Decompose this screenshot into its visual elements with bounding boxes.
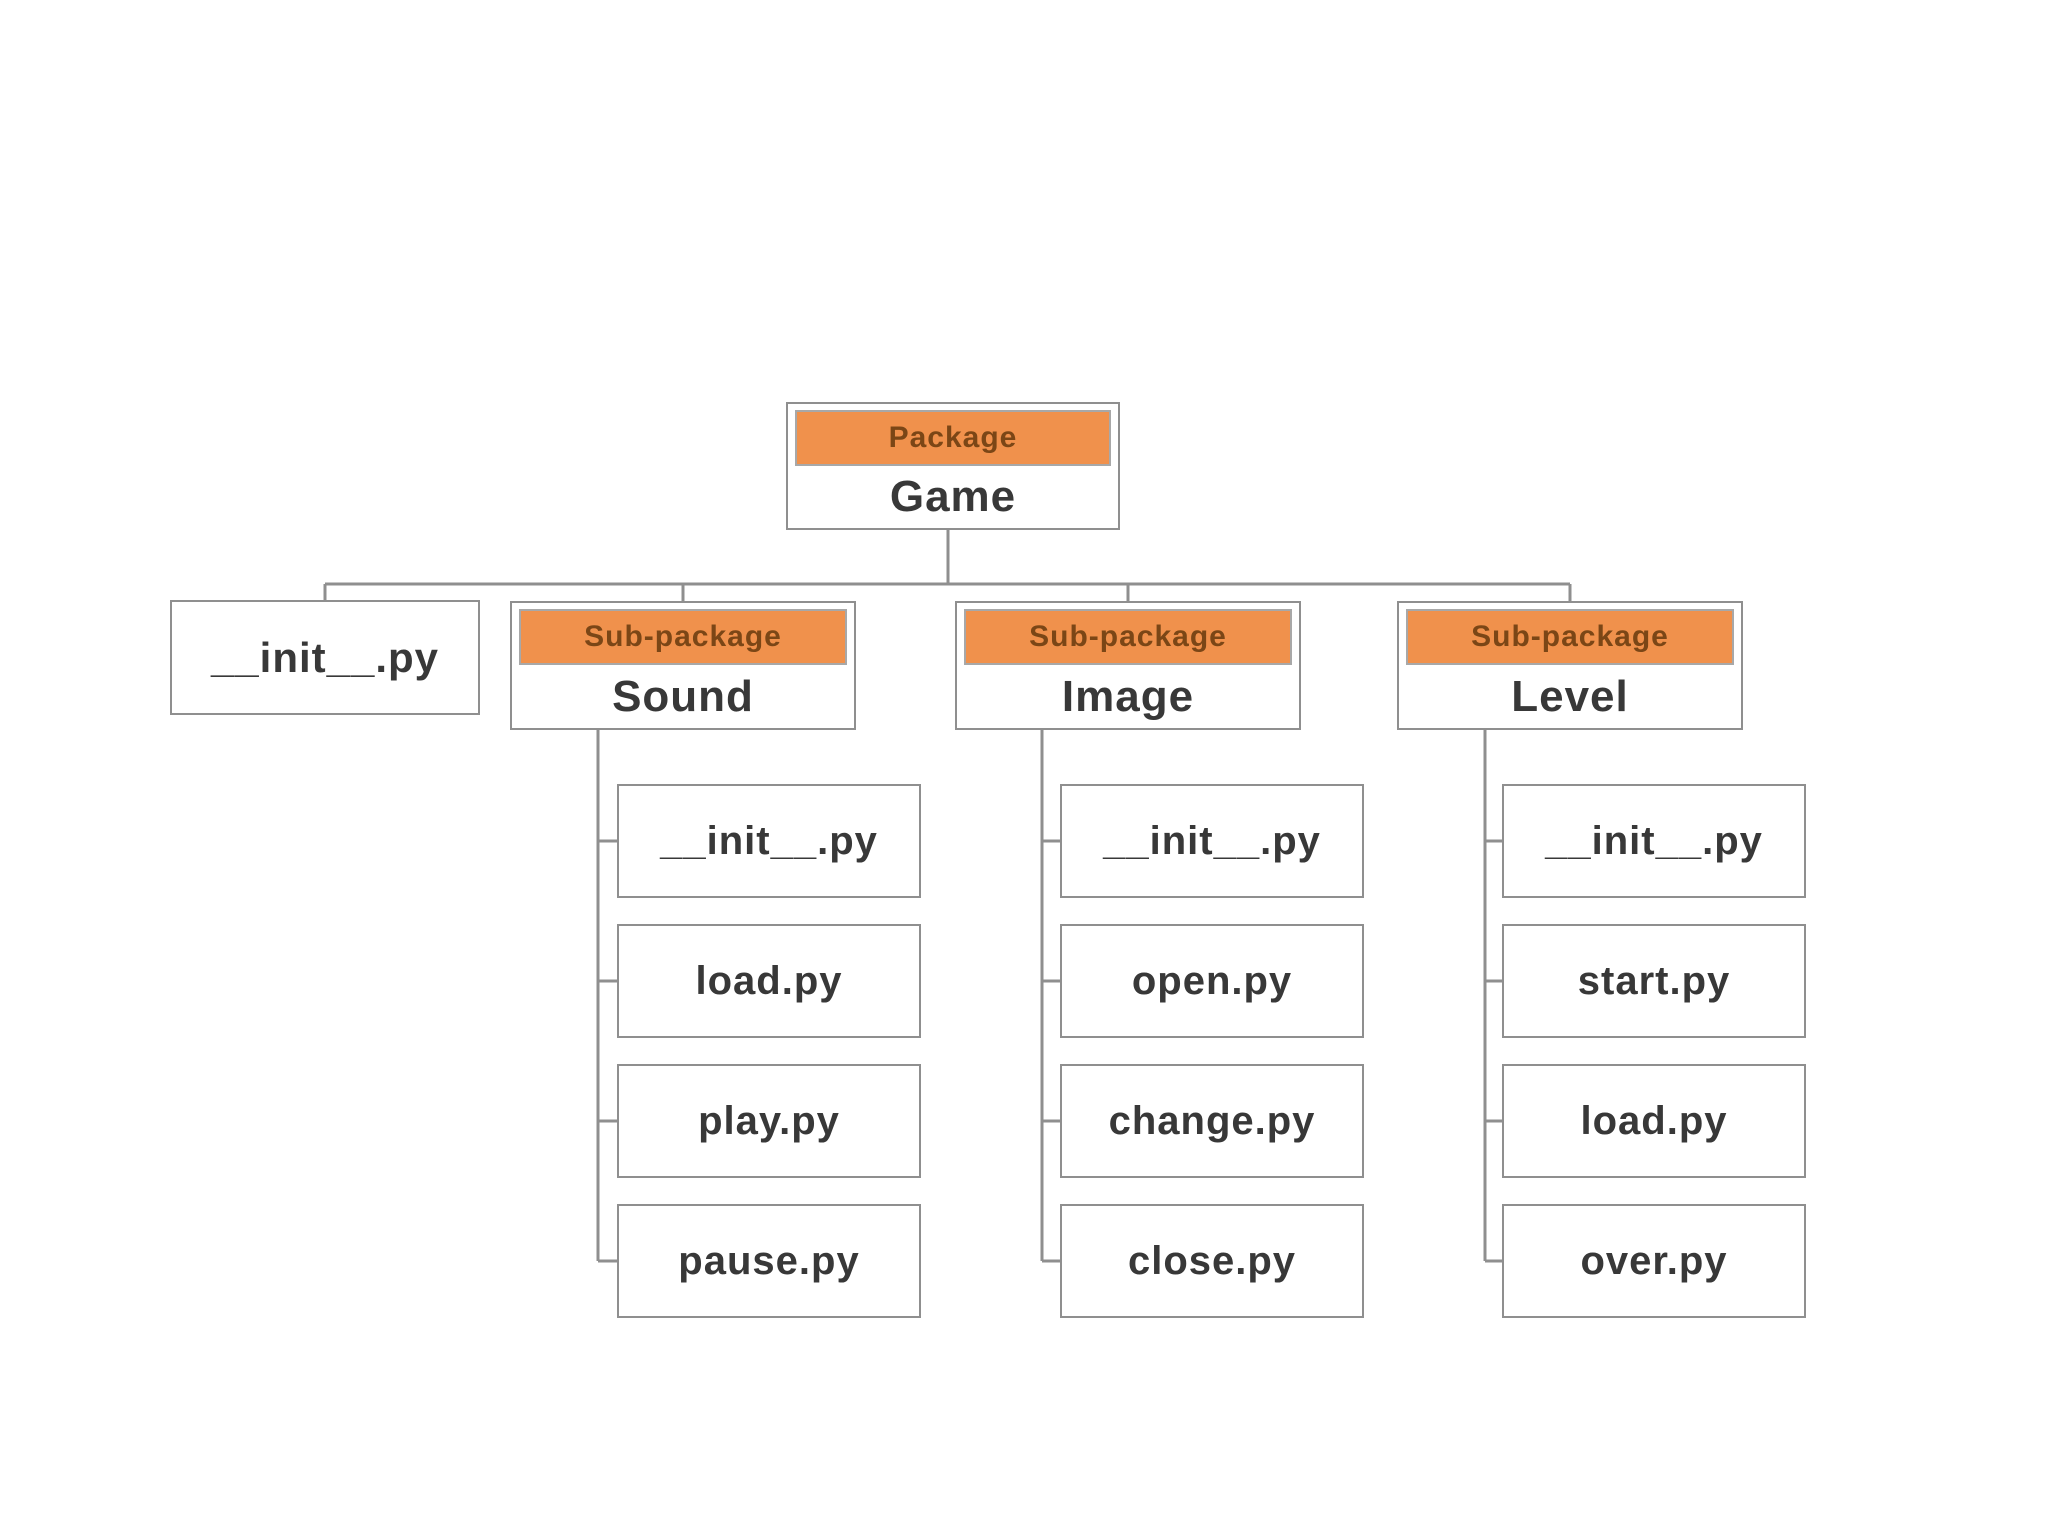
subpackage-name-level: Level [1511,671,1629,721]
package-name-game: Game [889,472,1017,521]
file-label: over.py [1580,1238,1728,1283]
subpackage-name-sound: Sound [612,671,754,721]
file-label: play.py [698,1098,840,1143]
file-label: __init__.py [210,633,440,681]
file-box-image-close: close.py [1060,1204,1364,1318]
file-box-image-init: __init__.py [1060,784,1364,898]
file-label: close.py [1127,1238,1297,1283]
file-box-sound-play: play.py [617,1064,921,1178]
file-box-root-init: __init__.py [170,600,480,715]
file-box-image-open: open.py [1060,924,1364,1038]
subpackage-name-image: Image [1061,671,1195,721]
file-label: __init__.py [1545,818,1763,863]
file-box-image-change: change.py [1060,1064,1364,1178]
subpackage-box-level: Sub-package Level [1397,601,1743,730]
package-tag-label: Package [795,410,1111,466]
file-box-sound-load: load.py [617,924,921,1038]
file-label: start.py [1577,958,1731,1003]
file-box-level-start: start.py [1502,924,1806,1038]
file-box-level-load: load.py [1502,1064,1806,1178]
file-box-sound-init: __init__.py [617,784,921,898]
file-box-level-over: over.py [1502,1204,1806,1318]
subpackage-tag-label: Sub-package [519,609,847,665]
file-label: __init__.py [660,818,878,863]
file-box-sound-pause: pause.py [617,1204,921,1318]
subpackage-tag-label: Sub-package [964,609,1292,665]
file-label: open.py [1131,958,1293,1003]
file-label: __init__.py [1103,818,1321,863]
subpackage-box-image: Sub-package Image [955,601,1301,730]
file-label: load.py [695,958,843,1003]
file-box-level-init: __init__.py [1502,784,1806,898]
subpackage-tag-label: Sub-package [1406,609,1734,665]
package-box-game: Package Game [786,402,1120,530]
subpackage-box-sound: Sub-package Sound [510,601,856,730]
file-label: load.py [1580,1098,1728,1143]
file-label: pause.py [678,1238,860,1283]
file-label: change.py [1108,1098,1316,1143]
